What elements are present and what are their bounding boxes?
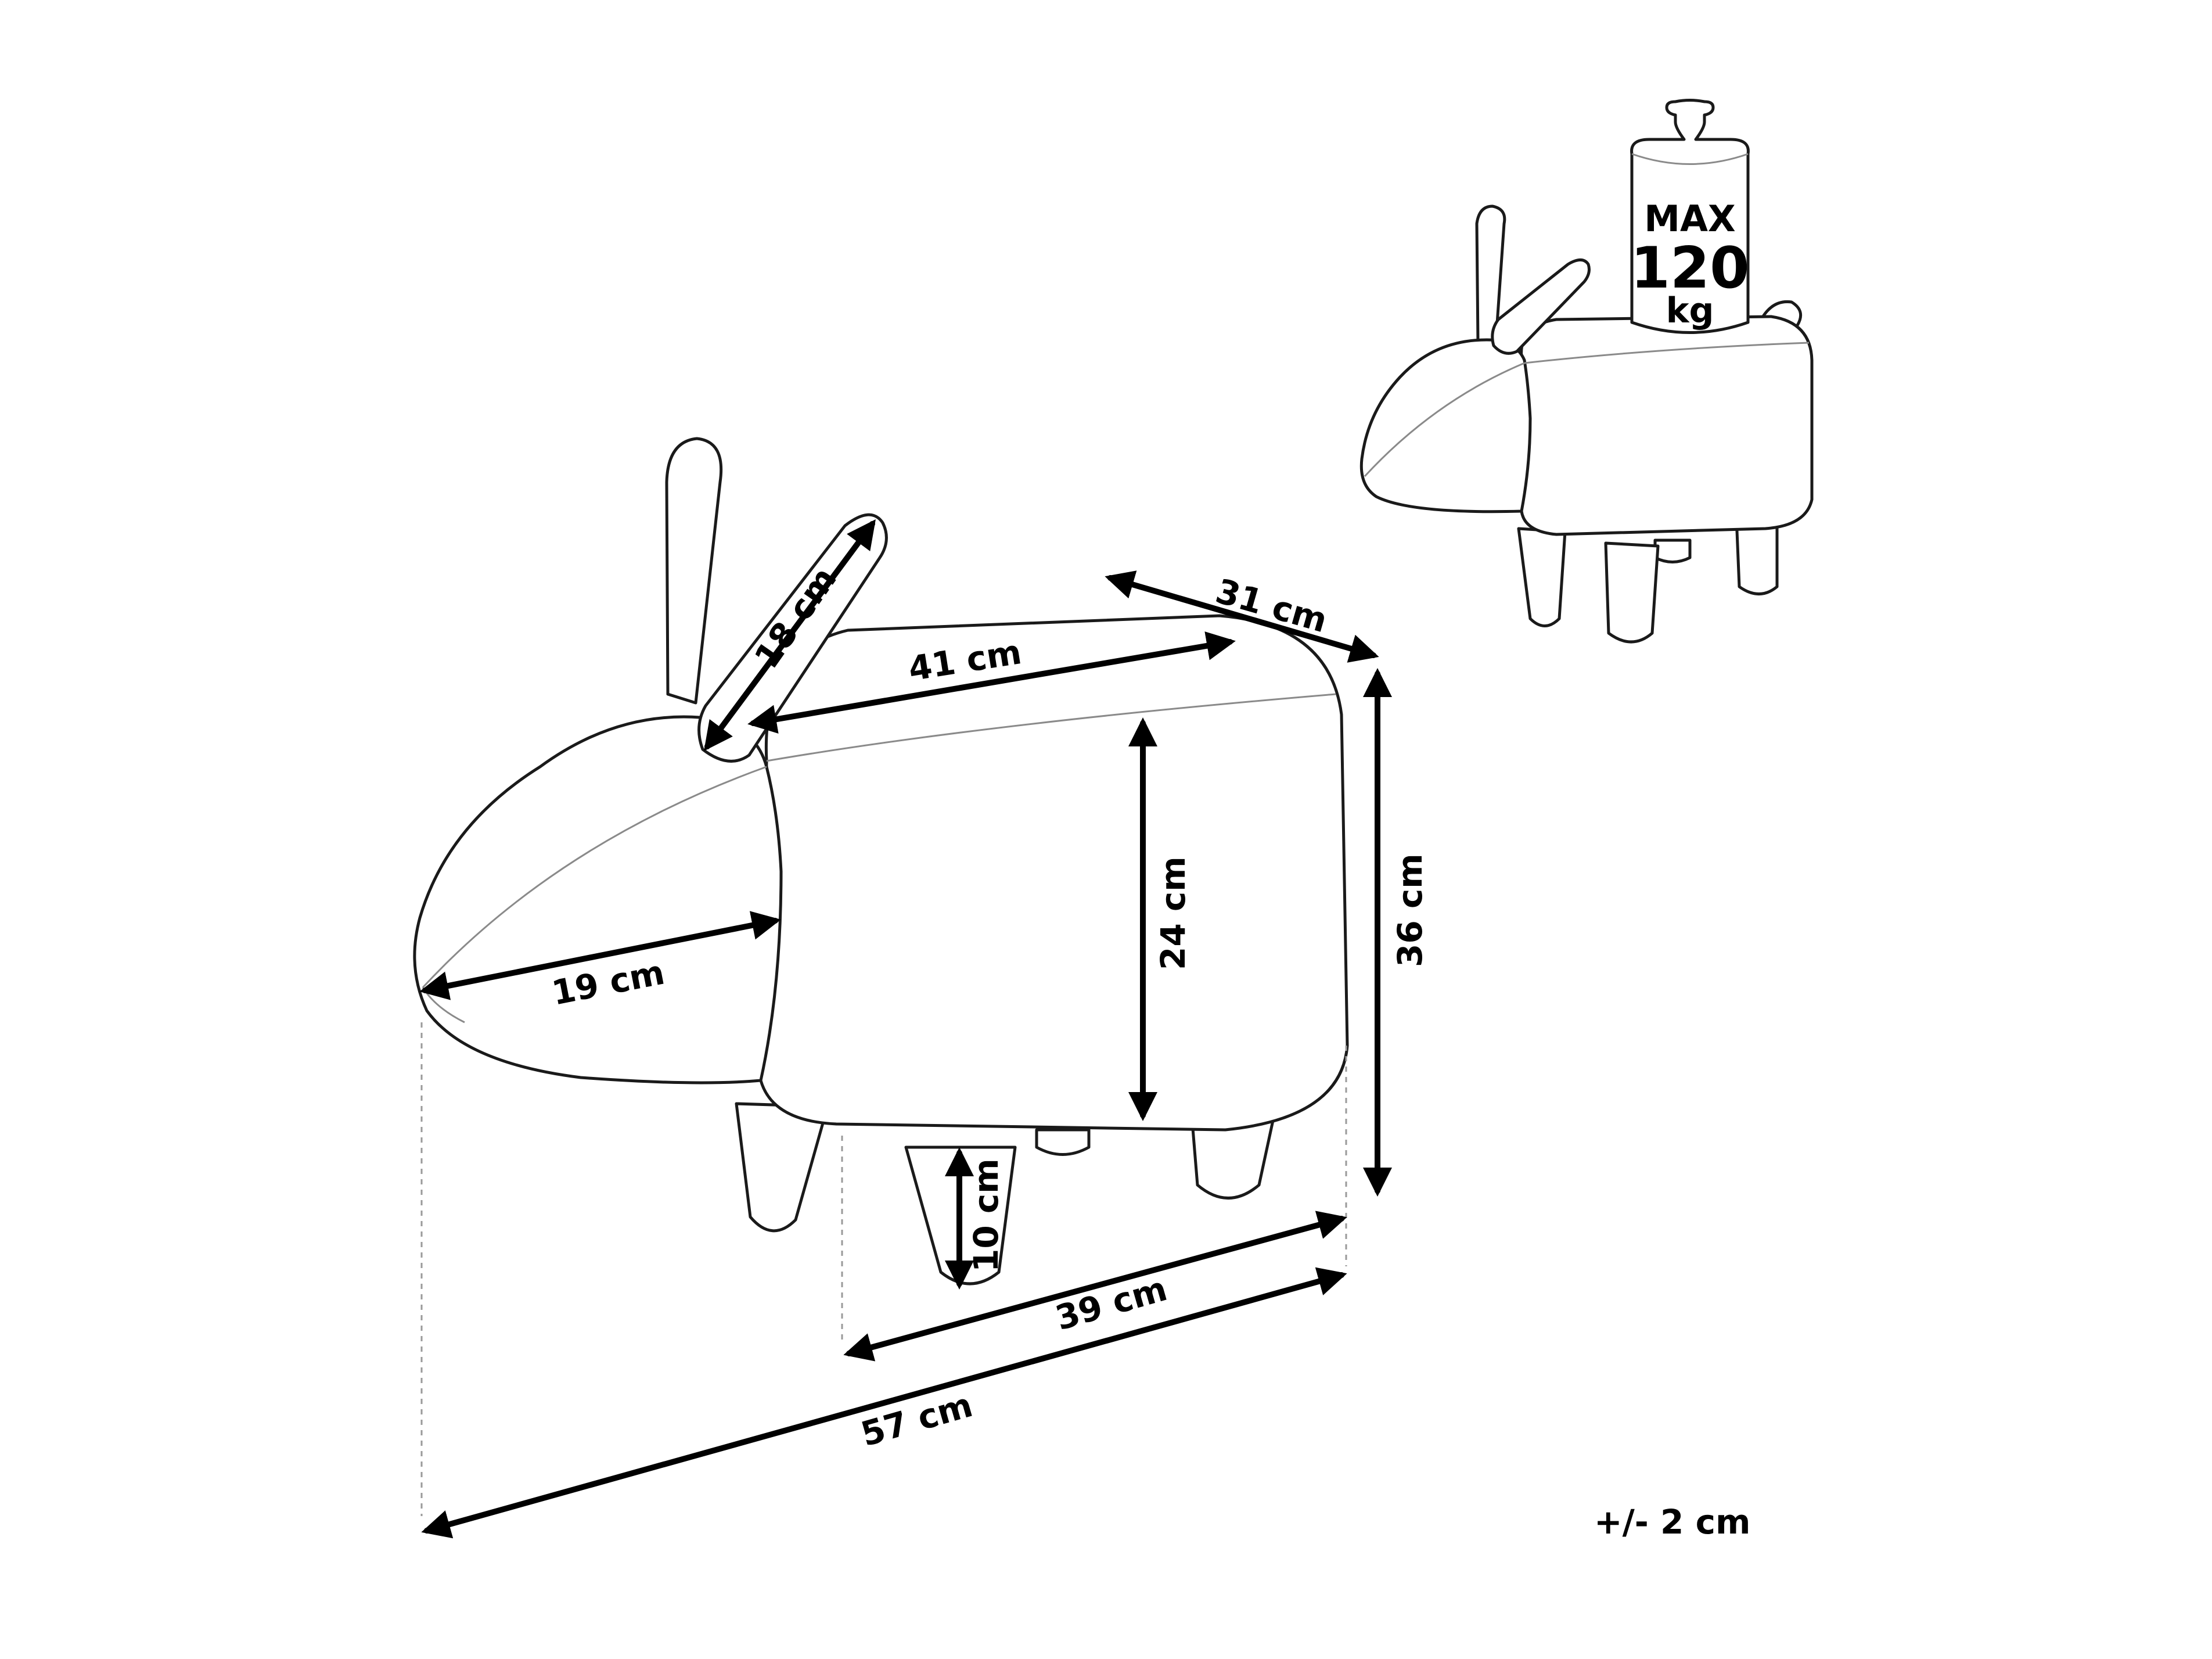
back-leg-hidden — [1035, 1128, 1091, 1156]
small-seat-seam — [1524, 342, 1810, 364]
arrow-total-length — [421, 1267, 1347, 1539]
animal-stool-main — [413, 437, 1349, 1285]
weight-body — [1630, 99, 1750, 334]
max-weight-icon: MAX 120 kg — [1630, 99, 1750, 334]
dimension-arrows — [419, 519, 1392, 1539]
label-leg-height: 10 cm — [966, 1158, 1006, 1272]
small-head-seam — [1364, 362, 1525, 477]
weight-rim — [1631, 153, 1749, 165]
small-leg-3 — [1735, 515, 1779, 595]
arrow-seat-depth — [1105, 570, 1379, 663]
tolerance-note: +/- 2 cm — [1594, 1502, 1750, 1542]
arrow-seat-length — [747, 631, 1236, 734]
ear-back — [665, 437, 723, 705]
animal-stool-small: MAX 120 kg — [1359, 99, 1814, 644]
small-rear-leg — [1653, 538, 1692, 563]
small-head — [1359, 338, 1532, 514]
weight-unit-label: kg — [1666, 290, 1714, 331]
arrow-head-width — [419, 911, 781, 1000]
weight-max-label: MAX — [1644, 198, 1735, 240]
rear-leg-left — [735, 1102, 829, 1233]
label-total-height: 36 cm — [1390, 853, 1430, 967]
small-ear-back — [1475, 204, 1506, 350]
weight-value-label: 120 — [1631, 235, 1750, 301]
head — [413, 715, 783, 1085]
label-body-height: 24 cm — [1153, 856, 1193, 970]
small-leg-1 — [1517, 527, 1567, 627]
small-seat-body — [1520, 315, 1814, 536]
seat-body — [759, 614, 1349, 1132]
small-leg-2 — [1604, 541, 1660, 644]
small-ear-front — [1491, 258, 1591, 355]
arrow-leg-span — [843, 1211, 1347, 1362]
